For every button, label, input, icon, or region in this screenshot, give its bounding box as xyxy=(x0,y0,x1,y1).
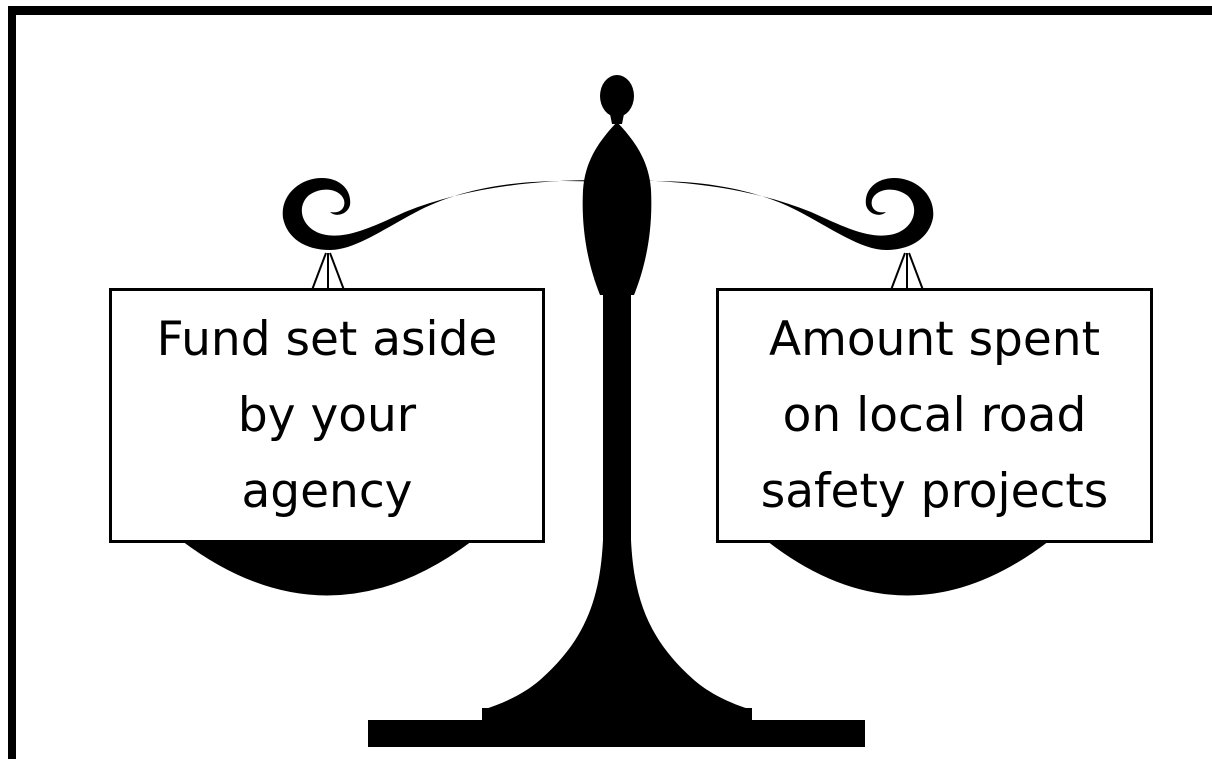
right-pan-label: Amount spent on local road safety projec… xyxy=(716,288,1153,543)
left-pan-label: Fund set aside by your agency xyxy=(109,288,545,543)
left-pan-strings xyxy=(312,253,344,290)
right-pan-bowl xyxy=(767,541,1049,596)
scale-base-top xyxy=(482,708,752,722)
right-pan-strings xyxy=(891,253,923,290)
scale-base-bottom xyxy=(368,720,865,747)
scale-finial-knob xyxy=(600,75,634,117)
scale-column xyxy=(603,290,631,550)
scale-column-foot xyxy=(482,540,752,710)
scale-center-body xyxy=(583,122,652,295)
left-pan-bowl xyxy=(182,541,472,596)
